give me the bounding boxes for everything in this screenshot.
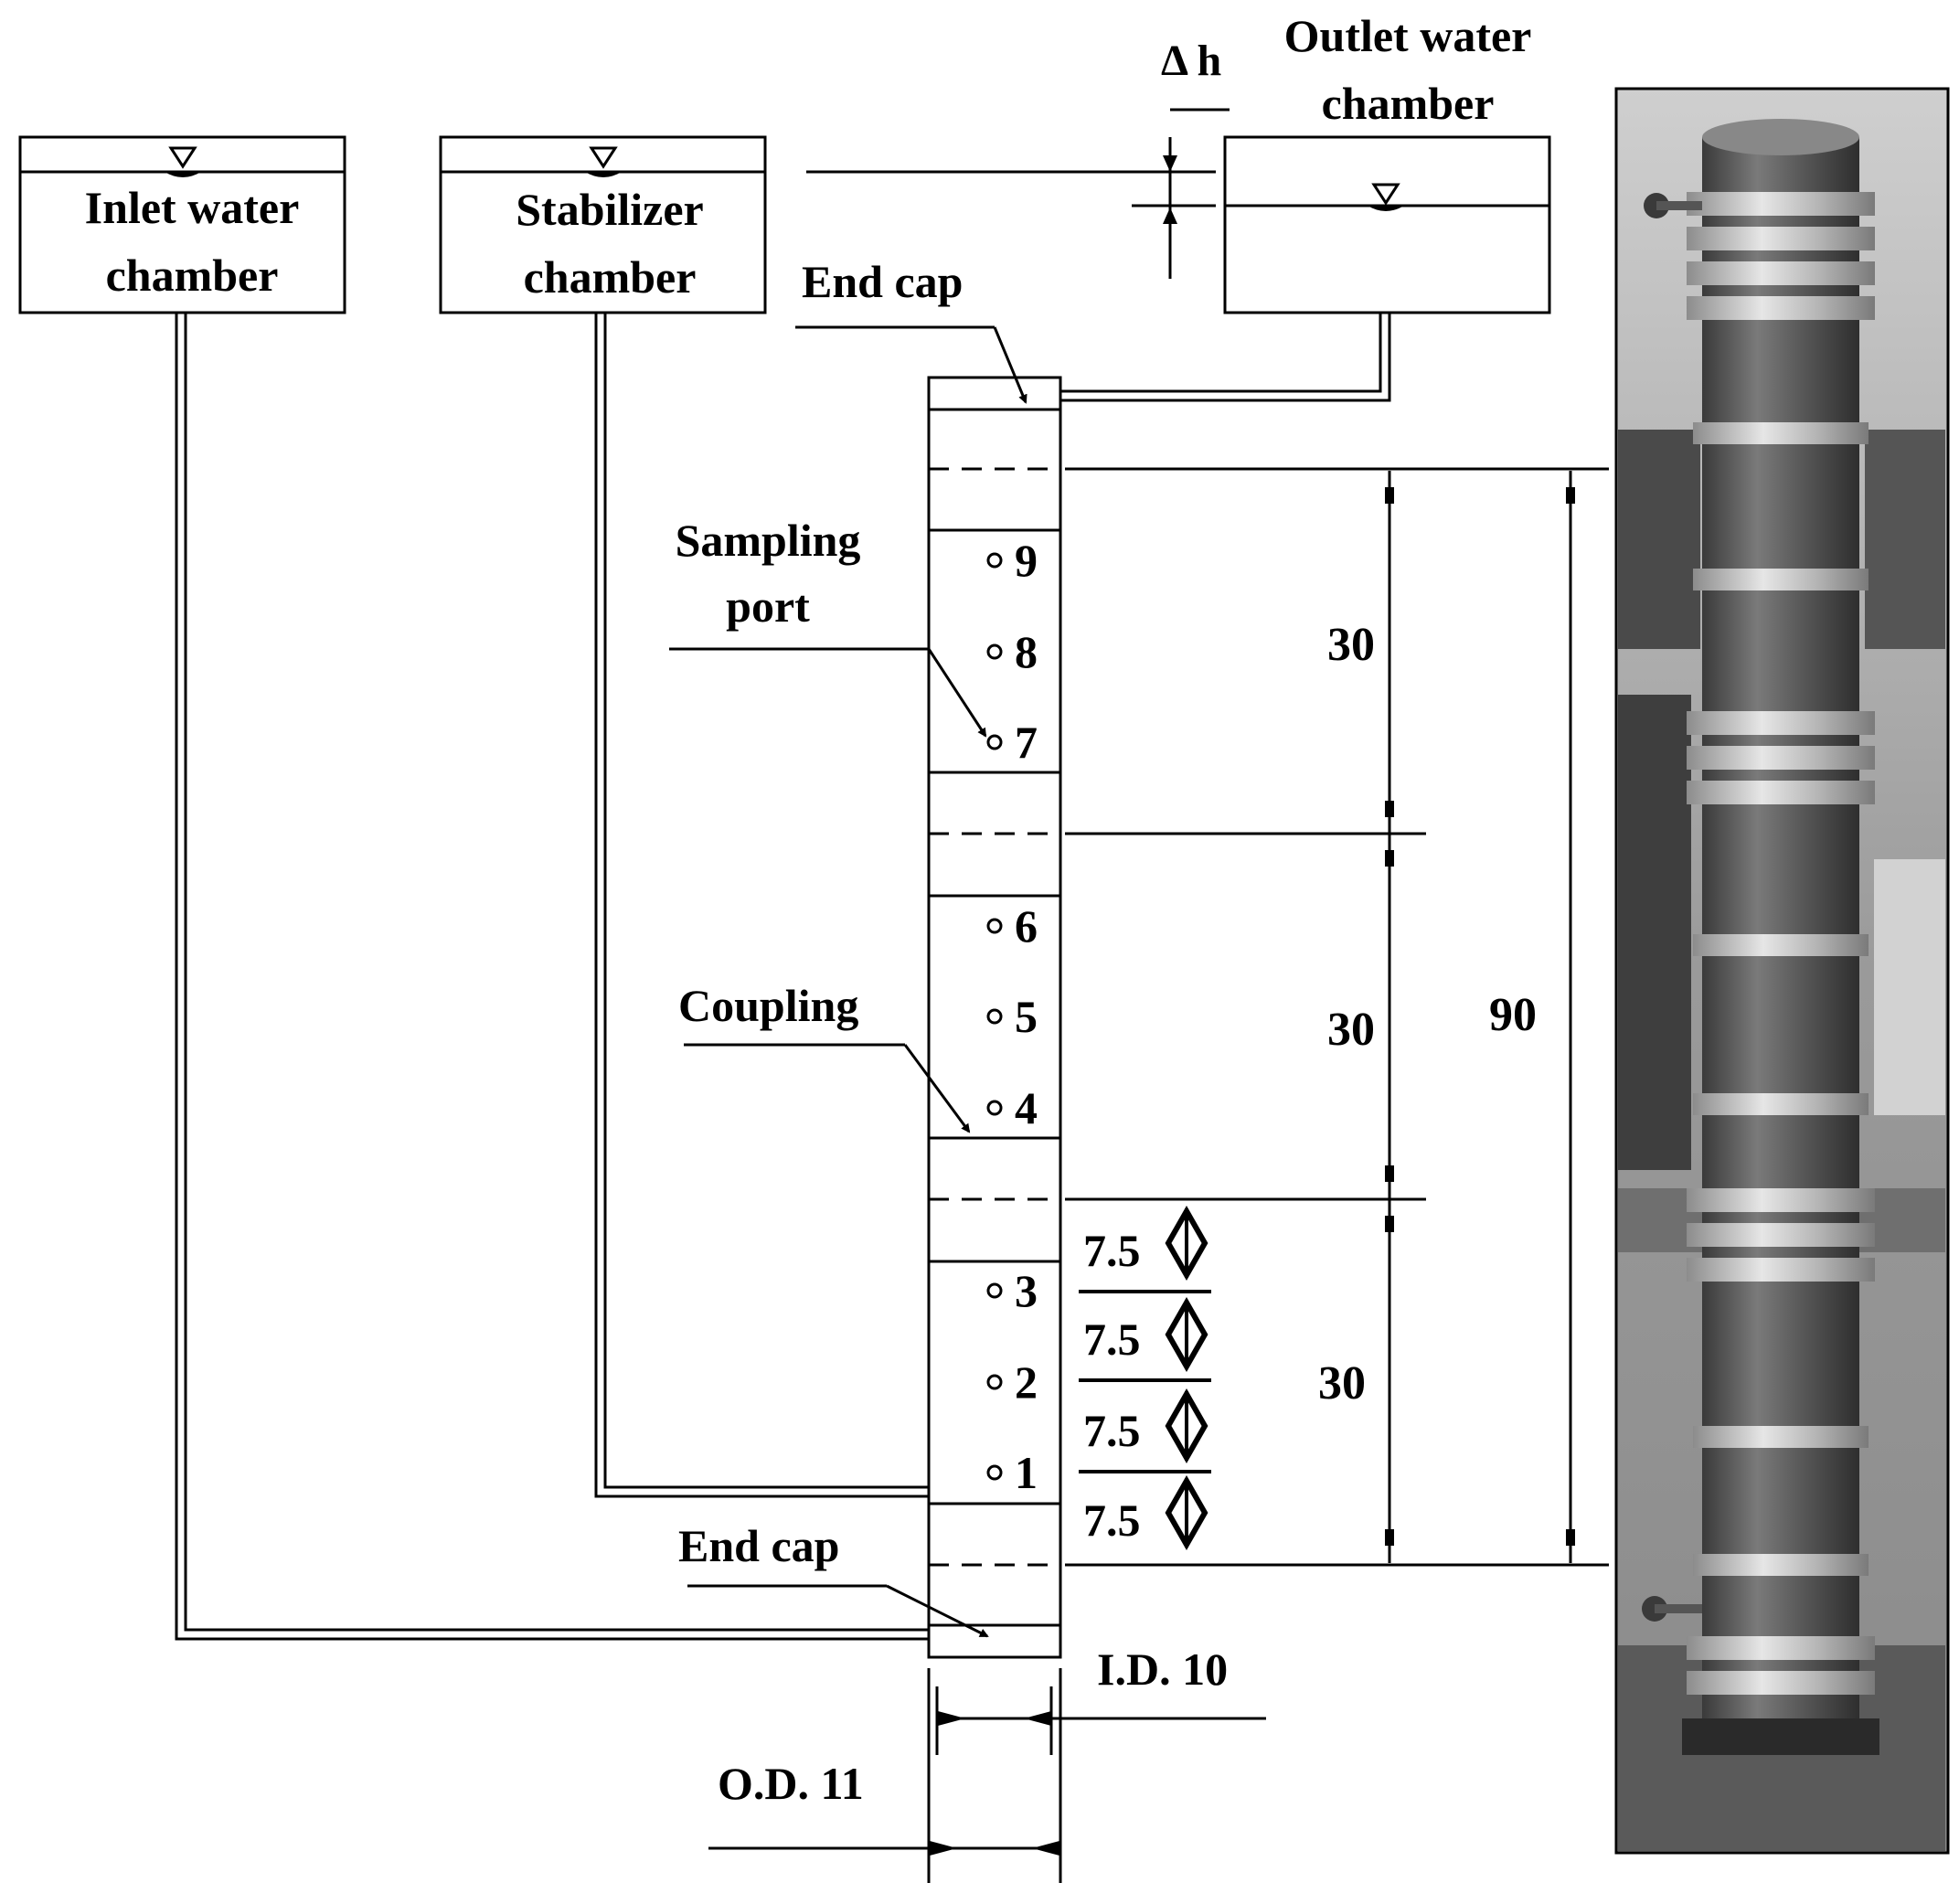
svg-text:Coupling: Coupling <box>678 980 858 1031</box>
delta-h-dimension: Δ h <box>806 37 1230 279</box>
coupling-callout: Coupling <box>678 980 971 1133</box>
outlet-chamber-label-line1: Outlet water <box>1284 10 1532 61</box>
delta-h-label: Δ h <box>1161 37 1221 85</box>
stabilizer-pipe <box>594 313 929 1498</box>
svg-text:2: 2 <box>1015 1356 1038 1408</box>
svg-text:Sampling: Sampling <box>676 515 861 566</box>
section-top-length: 30 <box>1327 619 1375 671</box>
valve-icon <box>1642 1596 1702 1622</box>
svg-text:4: 4 <box>1015 1082 1038 1133</box>
diameter-dimensions <box>708 1668 1266 1883</box>
inlet-water-chamber: Inlet water chamber <box>18 135 346 314</box>
svg-text:8: 8 <box>1015 626 1038 677</box>
outlet-chamber-label-line2: chamber <box>1322 78 1495 129</box>
sampling-port-7: 7 <box>986 717 1038 768</box>
svg-text:End cap: End cap <box>678 1520 839 1571</box>
sampling-port-2: 2 <box>986 1356 1038 1408</box>
svg-text:7.5: 7.5 <box>1083 1405 1141 1456</box>
sampling-ports: 9 8 7 6 5 4 3 2 <box>986 535 1038 1498</box>
sampling-port-5: 5 <box>986 991 1038 1042</box>
sampling-port-6: 6 <box>986 900 1038 952</box>
svg-text:7: 7 <box>1015 717 1038 768</box>
end-cap-top-callout: End cap <box>795 256 1027 404</box>
outer-diameter-label: O.D. 11 <box>718 1758 864 1809</box>
column <box>927 376 1062 1659</box>
stabilizer-chamber-label-line2: chamber <box>524 251 697 303</box>
svg-text:5: 5 <box>1015 991 1038 1042</box>
sampling-port-4: 4 <box>986 1082 1038 1133</box>
stabilizer-chamber-label-line1: Stabilizer <box>516 184 704 235</box>
valve-icon <box>1644 193 1702 218</box>
svg-text:End cap: End cap <box>802 256 963 307</box>
outlet-water-chamber: Outlet water chamber <box>1223 10 1551 314</box>
sampling-port-8: 8 <box>986 626 1038 677</box>
port-spacing-dimensions: 7.5 7.5 7.5 7.5 <box>1079 1205 1211 1551</box>
inner-diameter-label: I.D. 10 <box>1097 1643 1228 1695</box>
sampling-port-3: 3 <box>986 1265 1038 1316</box>
spacing-2: 7.5 <box>1083 1296 1208 1373</box>
water-level-icon <box>1368 183 1404 211</box>
end-cap-bottom-callout: End cap <box>678 1520 989 1638</box>
inlet-chamber-label-line1: Inlet water <box>85 182 300 233</box>
svg-text:6: 6 <box>1015 900 1038 952</box>
svg-text:7.5: 7.5 <box>1083 1494 1141 1546</box>
section-dimensions <box>1065 467 1609 1567</box>
soil-column-photo <box>1614 87 1950 1855</box>
section-middle-length: 30 <box>1327 1004 1375 1056</box>
svg-text:1: 1 <box>1015 1447 1038 1498</box>
svg-text:7.5: 7.5 <box>1083 1314 1141 1365</box>
outlet-pipe <box>1060 313 1391 402</box>
spacing-3: 7.5 <box>1083 1388 1208 1464</box>
spacing-4: 7.5 <box>1083 1474 1208 1551</box>
sampling-port-1: 1 <box>986 1447 1038 1498</box>
inlet-pipe <box>175 313 929 1641</box>
svg-text:9: 9 <box>1015 535 1038 586</box>
total-length: 90 <box>1489 989 1537 1041</box>
inlet-chamber-label-line2: chamber <box>106 250 279 301</box>
section-bottom-length: 30 <box>1318 1357 1366 1409</box>
svg-text:port: port <box>726 580 810 632</box>
sampling-port-9: 9 <box>986 535 1038 586</box>
stabilizer-chamber: Stabilizer chamber <box>439 135 767 314</box>
svg-text:3: 3 <box>1015 1265 1038 1316</box>
svg-text:7.5: 7.5 <box>1083 1225 1141 1276</box>
water-level-icon <box>165 146 201 177</box>
spacing-1: 7.5 <box>1083 1205 1208 1282</box>
sampling-port-callout: Sampling port <box>669 515 987 738</box>
water-level-icon <box>585 146 622 177</box>
